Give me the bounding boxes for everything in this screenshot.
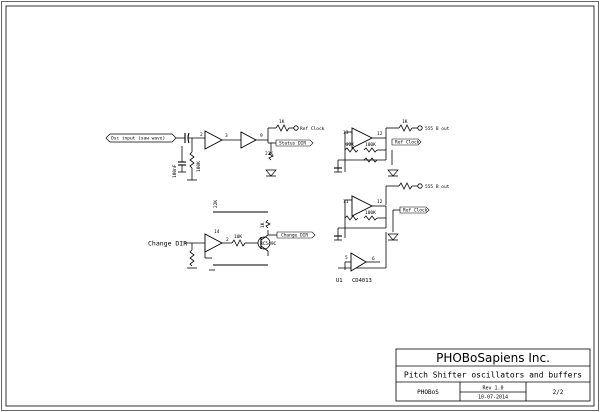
buffer-3 xyxy=(204,233,223,253)
r-100k-u-label: 100K xyxy=(365,142,376,148)
pin-label: 2 xyxy=(200,132,203,138)
r-1k-b-label: 1K xyxy=(260,222,266,228)
sheet-title: Pitch Shifter oscillators and buffers xyxy=(404,371,582,380)
pin-label: 9 xyxy=(260,133,263,139)
date: 10-07-2014 xyxy=(478,395,508,401)
upper-out-port[interactable] xyxy=(391,138,422,146)
pin-label: 14 xyxy=(214,229,220,235)
change-dir-section: 22K Change DIR 14 2 10K BC549C Change DI… xyxy=(148,200,316,271)
r-10k-label: 10K xyxy=(234,234,242,240)
buffer-2 xyxy=(240,131,257,149)
osc-input-buffer: Osc input (saw wave) 2 100K 100nF 3 9 1K xyxy=(105,119,325,181)
status-port[interactable] xyxy=(275,139,314,147)
oscillator-lower: 555 B out 11 12 100K Ref Clock xyxy=(334,182,450,269)
oscillator-upper: 13 12 22K 100K 1K 555 B out Ref Clock xyxy=(334,119,450,177)
r-100k-label: 100K xyxy=(196,161,202,172)
r-22k-b-label: 22K xyxy=(213,200,219,208)
r-1k-label: 1K xyxy=(279,119,285,125)
change-dir-label: Change DIR xyxy=(148,240,187,248)
555-b-label: 555 B out xyxy=(425,184,450,190)
ref-clock-label: Ref Clock xyxy=(300,126,325,132)
doc-id: PHOBoS xyxy=(417,389,439,396)
pin-label: 2 xyxy=(226,237,229,243)
buffer-1 xyxy=(204,130,223,150)
pin-label: 13 xyxy=(343,130,349,136)
osc-input-label: Osc input (saw wave) xyxy=(111,136,165,142)
status-port-label: Status DIR xyxy=(279,141,306,147)
r-100k-l-label: 100K xyxy=(365,210,376,216)
transistor-label: BC549C xyxy=(260,241,277,247)
pin-label: 6 xyxy=(372,256,375,262)
title-block: PHOBoSapiens Inc. Pitch Shifter oscillat… xyxy=(395,348,591,402)
sheet-number: 2/2 xyxy=(553,389,564,396)
pin-label: 5 xyxy=(345,255,348,261)
upper-out-label: Ref Clock xyxy=(395,140,420,146)
ic-part-label: CD4013 xyxy=(352,278,372,284)
u1-label: U1 xyxy=(336,278,343,284)
r-22k-u-label: 22K xyxy=(346,142,354,148)
revision: Rev 1.0 xyxy=(482,386,503,392)
lower-out-port[interactable] xyxy=(399,206,430,214)
company-name: PHOBoSapiens Inc. xyxy=(436,351,550,365)
change-dir-out-label: Change DIR xyxy=(281,233,308,239)
pin-label: 12 xyxy=(377,131,383,137)
u1-gate: 5 6 U1 CD4013 xyxy=(336,252,380,284)
pin-label: 3 xyxy=(225,133,228,139)
lower-out-label: Ref Clock xyxy=(403,208,428,214)
r-1k-u-label: 1K xyxy=(402,119,408,125)
opamp-upper xyxy=(351,127,374,149)
pin-label: 11 xyxy=(343,199,349,205)
pin-label: 12 xyxy=(377,199,383,205)
555-a-label: 555 B out xyxy=(425,126,450,132)
change-dir-out-port[interactable] xyxy=(276,231,316,239)
c-100n-label: 100nF xyxy=(172,164,178,178)
inner-border xyxy=(5,5,595,407)
opamp-lower xyxy=(351,195,374,217)
